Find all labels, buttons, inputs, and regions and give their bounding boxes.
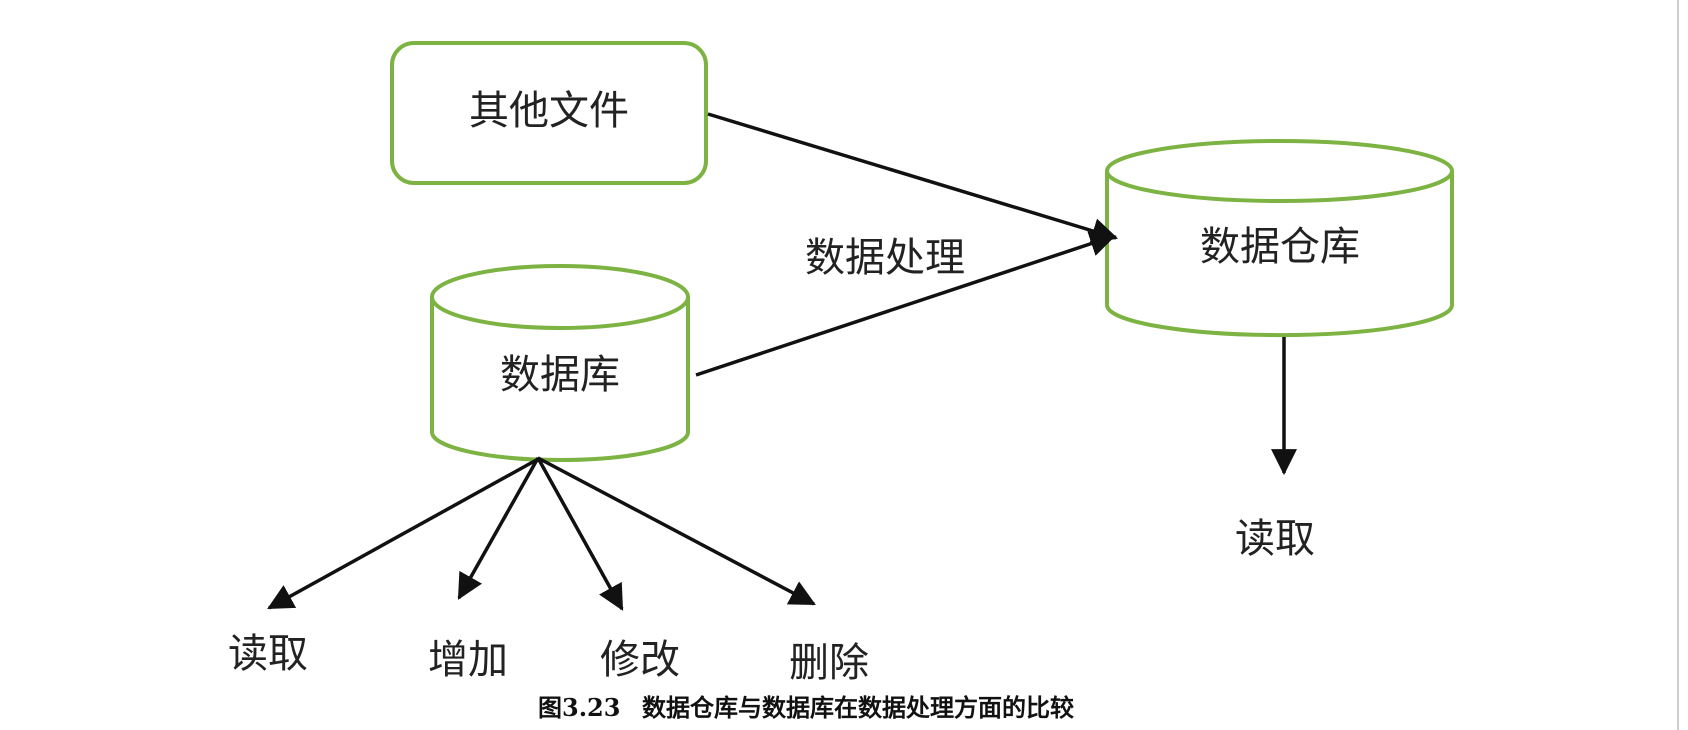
database-add-label: 增加	[428, 637, 508, 683]
other-files-label: 其他文件	[469, 88, 629, 134]
right-page-rule	[1677, 0, 1679, 730]
caption-text: 数据仓库与数据库在数据处理方面的比较	[642, 693, 1074, 722]
database-modify-label: 修改	[600, 637, 680, 683]
database-label: 数据库	[500, 352, 620, 398]
data-warehouse-node: 数据仓库	[1105, 139, 1454, 338]
database-delete-label: 删除	[789, 640, 869, 686]
arrow-other-files-to-warehouse	[707, 112, 1119, 244]
data-warehouse-label: 数据仓库	[1200, 224, 1360, 270]
arrow-database-to-add	[457, 457, 540, 600]
database-read-label: 读取	[228, 631, 308, 677]
arrow-database-to-read	[267, 456, 541, 610]
database-node: 数据库	[430, 264, 690, 462]
arrow-database-to-warehouse	[695, 231, 1117, 377]
figure-caption: 图3.23 数据仓库与数据库在数据处理方面的比较	[538, 693, 1074, 722]
caption-number: 图3.23	[538, 693, 620, 722]
arrow-database-to-modify	[536, 457, 624, 611]
data-processing-label: 数据处理	[805, 235, 965, 281]
other-files-node: 其他文件	[390, 41, 708, 185]
arrow-database-to-delete	[537, 456, 816, 606]
warehouse-read-label: 读取	[1235, 516, 1315, 562]
